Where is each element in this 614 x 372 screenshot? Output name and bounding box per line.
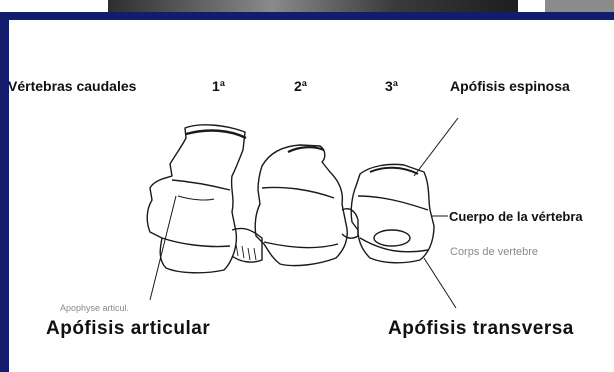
vertebra-3-foramen xyxy=(374,230,410,246)
label-vertebra-2: 2ª xyxy=(294,78,307,94)
label-vertebral-body: Cuerpo de la vértebra xyxy=(449,209,583,224)
label-spinous-process: Apófisis espinosa xyxy=(450,78,570,94)
label-vertebra-3: 3ª xyxy=(385,78,398,94)
vertebra-1-spine xyxy=(186,131,246,138)
label-caudal-vertebrae: Vértebras caudales xyxy=(8,78,136,94)
scan-text-articular: Apophyse articul. xyxy=(60,303,129,313)
vertebra-2-spine xyxy=(288,147,324,152)
vertebra-3-spine xyxy=(370,168,418,174)
label-vertebra-1: 1ª xyxy=(212,78,225,94)
label-transverse-process: Apófisis transversa xyxy=(388,318,574,340)
leader-articular xyxy=(150,196,176,300)
scan-text-body: Corps de vertebre xyxy=(450,246,538,258)
label-articular-process: Apófisis articular xyxy=(46,318,210,340)
leader-spinous xyxy=(414,118,458,176)
leader-transverse xyxy=(424,258,456,308)
vertebra-3-outline xyxy=(351,164,434,262)
